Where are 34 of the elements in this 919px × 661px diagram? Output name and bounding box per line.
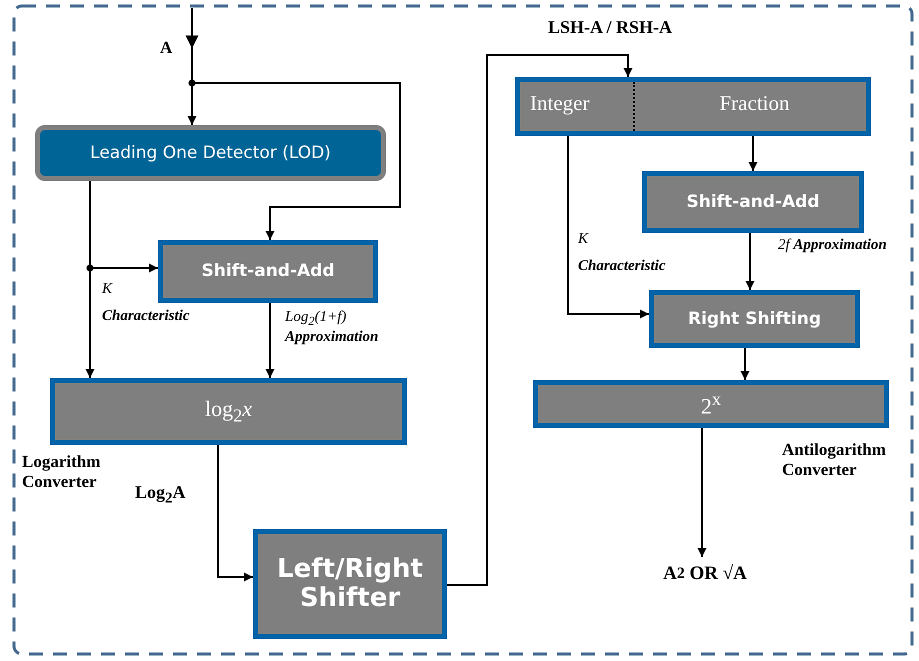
section-caption: Logarithm Converter (22, 452, 102, 492)
field-label: Fraction (718, 92, 790, 116)
box-label: Left/Right Shifter (276, 555, 424, 613)
arrow (217, 445, 253, 582)
box-label: Shift-and-Add (201, 262, 335, 281)
process-box (253, 529, 447, 639)
box-label: Leading One Detector (LOD) (90, 144, 331, 162)
edge-label: LSH-A / RSH-A (548, 17, 674, 38)
arrow (447, 54, 632, 586)
arrow (698, 428, 706, 557)
process-box (649, 290, 860, 348)
edge-label: A (160, 38, 174, 58)
detector-box (35, 125, 386, 181)
arrow (748, 136, 758, 171)
process-box (158, 240, 378, 303)
box-label: 2$^{x}$ (700, 389, 722, 419)
edge-label: Log$_{2}$(1+f) Approximation (285, 309, 380, 346)
process-box (642, 171, 864, 233)
edge-label: K Characteristic (578, 230, 667, 276)
process-box (50, 378, 407, 445)
box-label: Right Shifting (688, 310, 822, 328)
box-label: log$_{2}$x (204, 397, 252, 426)
arrow (567, 136, 649, 318)
arrow (186, 8, 198, 125)
arrow (740, 348, 750, 380)
box-label: Shift-and-Add (686, 192, 820, 212)
arrow (746, 233, 754, 290)
edge-label: Log$_{2}$A (135, 482, 187, 508)
field-label: Integer (530, 92, 590, 116)
arrow (266, 303, 274, 378)
register-box (515, 77, 871, 136)
section-caption: Antilogarithm Converter (782, 440, 887, 480)
process-box (533, 380, 889, 428)
edge-label: K Characteristic (102, 280, 191, 326)
